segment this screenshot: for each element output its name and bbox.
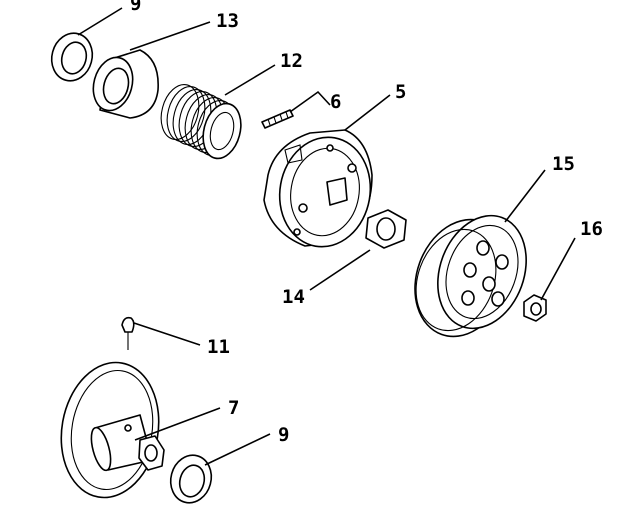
callout-15: 15 [552, 153, 575, 175]
part-11-grease-fitting [121, 316, 135, 350]
part-13-sleeve [92, 49, 159, 119]
part-6-pin [261, 109, 294, 129]
part-9-top-seal [50, 32, 94, 82]
part-14-hex-washer [365, 209, 407, 249]
callout-14: 14 [282, 286, 305, 308]
callout-9-top: 9 [130, 0, 141, 15]
callout-5: 5 [395, 81, 406, 103]
part-12-spring [160, 84, 242, 160]
callout-labels: 9 13 12 6 5 15 16 14 11 7 9 [130, 0, 603, 446]
callout-16: 16 [580, 218, 603, 240]
callout-12: 12 [280, 50, 303, 72]
part-5-clutch-assembly [263, 129, 373, 248]
callout-7: 7 [228, 397, 239, 419]
callout-6: 6 [330, 91, 341, 113]
callout-9-bottom: 9 [278, 424, 289, 446]
callout-13: 13 [216, 10, 239, 32]
leader-lines [77, 7, 576, 466]
part-7-pulley [60, 361, 165, 499]
callout-11: 11 [207, 336, 230, 358]
part-9-bottom-seal [169, 454, 213, 504]
part-16-nut [523, 294, 547, 322]
part-15-clutch-drum [414, 214, 527, 338]
